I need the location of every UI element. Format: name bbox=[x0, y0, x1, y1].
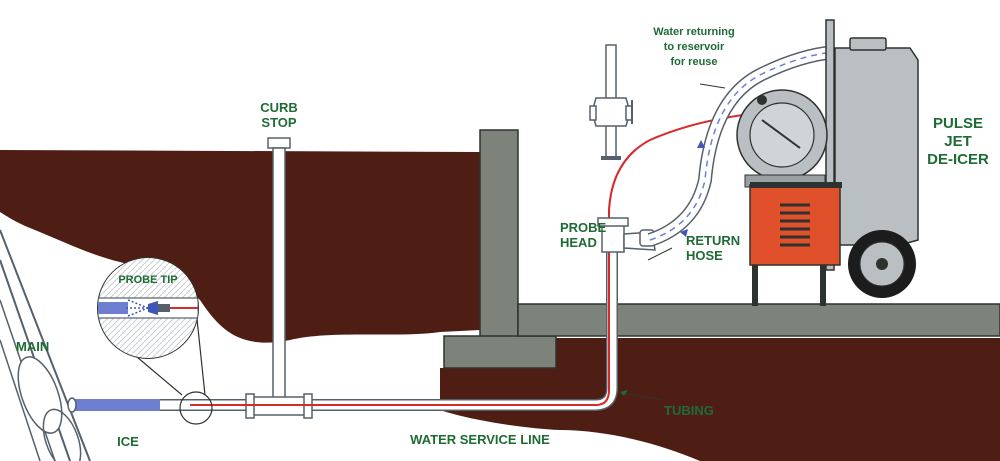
probe-head-label-line2: HEAD bbox=[560, 235, 597, 250]
tubing-label: TUBING bbox=[664, 403, 714, 418]
ice-label: ICE bbox=[117, 434, 139, 449]
water-service-line-label: WATER SERVICE LINE bbox=[410, 432, 550, 447]
foundation-footing bbox=[443, 335, 557, 369]
probe-head bbox=[597, 217, 656, 253]
basement-floor bbox=[517, 303, 1000, 337]
soil-lower bbox=[440, 368, 1000, 461]
reel-icon bbox=[736, 89, 828, 188]
pulse-jet-label-line1: PULSE bbox=[933, 115, 983, 132]
wheel-icon bbox=[848, 230, 916, 298]
probe-head-label-line1: PROBE bbox=[560, 220, 607, 235]
soil-upper bbox=[0, 150, 480, 343]
main-pipe bbox=[0, 229, 91, 461]
water-returning-label-line3: for reuse bbox=[670, 56, 717, 68]
leader-lines bbox=[621, 83, 726, 401]
probe-tip-label: PROBE TIP bbox=[118, 274, 177, 286]
soil-right-strip bbox=[520, 338, 1000, 368]
gate-valve-icon bbox=[589, 44, 633, 160]
water-returning-label-line1: Water returning bbox=[653, 26, 735, 38]
curb-stop-label-line2: STOP bbox=[261, 115, 296, 130]
motor-box bbox=[749, 184, 841, 266]
return-hose-label-line2: HOSE bbox=[686, 248, 723, 263]
pulse-jet-label-line2: JET bbox=[944, 133, 972, 150]
return-hose-label-line1: RETURN bbox=[686, 233, 740, 248]
probe-tip-magnifier bbox=[97, 257, 213, 425]
main-label: MAIN bbox=[16, 339, 49, 354]
return-hose bbox=[647, 45, 836, 247]
pulse-jet-label-line3: DE-ICER bbox=[927, 151, 989, 168]
curb-stop-label-line1: CURB bbox=[260, 100, 298, 115]
water-returning-label-line2: to reservoir bbox=[664, 41, 725, 53]
pulse-jet-machine-icon bbox=[736, 19, 919, 306]
foundation-wall bbox=[479, 129, 519, 341]
